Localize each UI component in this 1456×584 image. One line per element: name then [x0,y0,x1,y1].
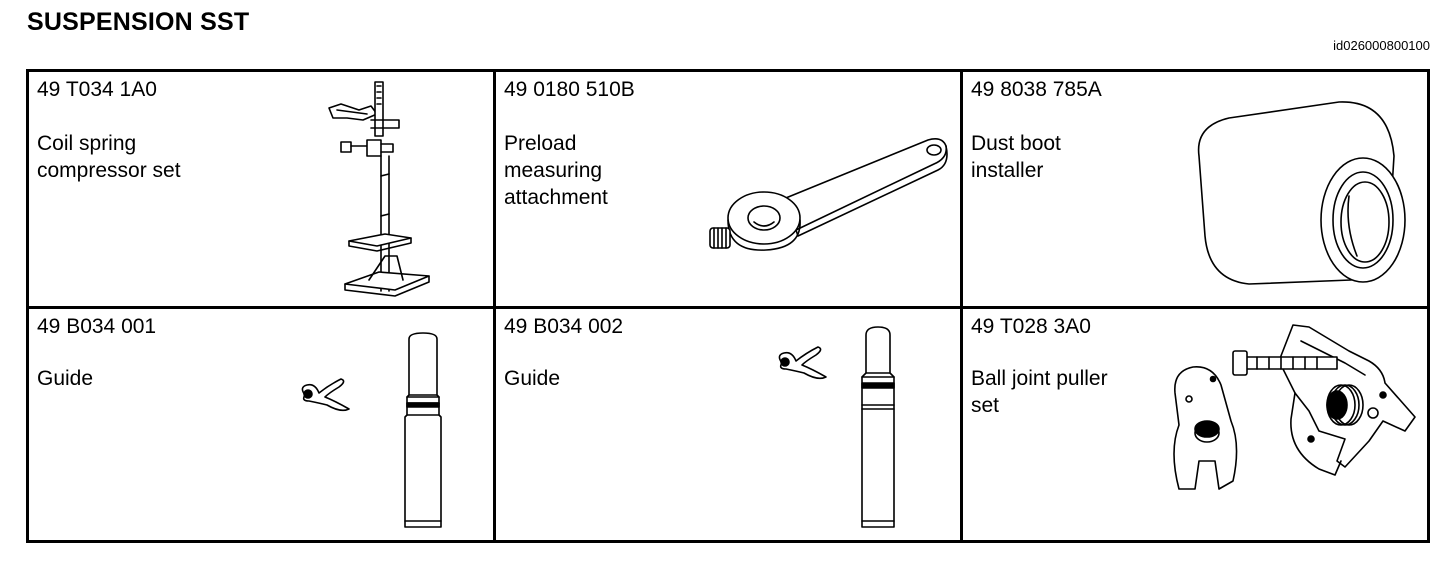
page-title: SUSPENSION SST [27,8,250,36]
coil-spring-compressor-icon [328,81,430,297]
part-number: 49 T034 1A0 [37,78,157,101]
tool-description: Coil spring compressor set [37,132,181,182]
part-number: 49 B034 002 [504,315,624,338]
part-number: 49 B034 001 [37,315,157,338]
tool-description: Guide [37,367,94,390]
document-id: id026000800100 [1333,38,1430,53]
tool-description: Guide [504,367,561,390]
tool-description: Dust boot installer [971,132,1061,182]
ball-joint-puller-icon [1173,324,1416,490]
tool-cell-coil-spring-compressor: 49 T034 1A0 Coil spring compressor set [29,72,496,309]
tool-cell-dust-boot-installer: 49 8038 785A Dust boot installer [963,72,1427,309]
tool-description: Preload measuring attachment [504,132,608,209]
guide-pin-icon [861,326,895,528]
sst-table: 49 T034 1A0 Coil spring compressor set [26,69,1430,543]
part-number: 49 T028 3A0 [971,315,1091,338]
tool-cell-preload-measuring-attachment: 49 0180 510B Preload measuring attachmen… [496,72,963,309]
tool-cell-guide-002: 49 B034 002 Guide [496,309,963,540]
dust-boot-cylinder-icon [1197,101,1406,285]
tool-cell-guide-001: 49 B034 001 Guide [29,309,496,540]
tool-description: Ball joint puller set [971,367,1108,417]
guide-clip-icon [778,346,827,380]
part-number: 49 0180 510B [504,78,635,101]
preload-wrench-icon [709,138,948,251]
tool-cell-ball-joint-puller-set: 49 T028 3A0 Ball joint puller set [963,309,1427,540]
guide-pin-icon [404,332,442,528]
guide-clip-icon [301,378,350,412]
part-number: 49 8038 785A [971,78,1102,101]
